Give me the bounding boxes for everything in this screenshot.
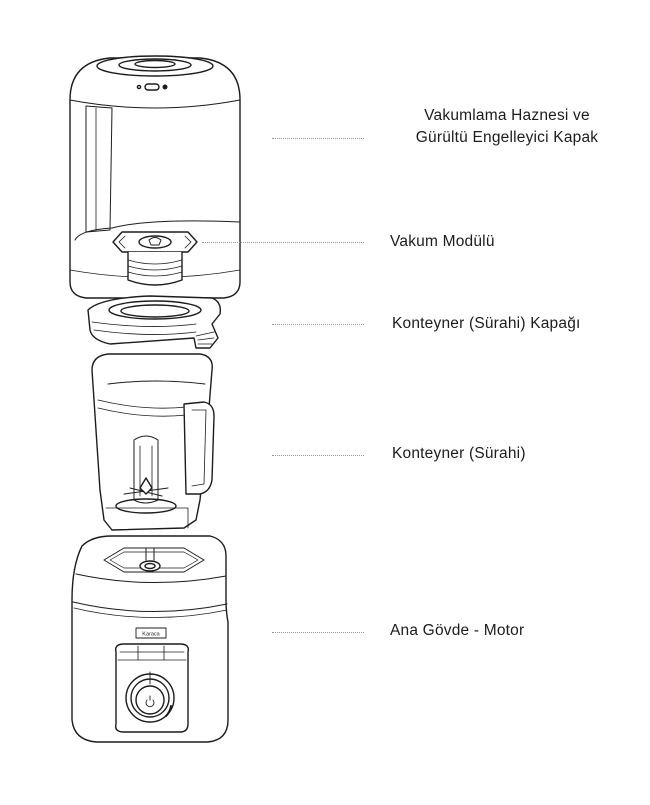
label-container-lid-text: Konteyner (Sürahi) Kapağı — [392, 315, 581, 332]
label-motor-base: Ana Gövde - Motor — [390, 620, 524, 642]
container-lid-illustration — [87, 295, 222, 349]
label-motor-base-text: Ana Gövde - Motor — [390, 622, 525, 639]
label-container: Konteyner (Sürahi) — [392, 443, 526, 465]
label-container-text: Konteyner (Sürahi) — [392, 445, 526, 462]
leader-line-vacuum-chamber — [272, 138, 364, 139]
leader-line-container-lid — [272, 324, 364, 325]
leader-line-container — [272, 455, 364, 456]
label-vacuum-module-text: Vakum Modülü — [390, 233, 495, 250]
leader-line-vacuum-module — [202, 242, 364, 243]
label-vacuum-chamber-line-1: Vakumlama Haznesi ve — [424, 107, 590, 124]
label-vacuum-chamber: Vakumlama Haznesi ve Gürültü Engelleyici… — [388, 105, 626, 149]
label-container-lid: Konteyner (Sürahi) Kapağı — [392, 313, 581, 335]
label-vacuum-chamber-line-2: Gürültü Engelleyici Kapak — [415, 129, 599, 146]
label-vacuum-module: Vakum Modülü — [390, 231, 495, 253]
container-illustration — [91, 353, 215, 531]
leader-line-motor-base — [272, 632, 364, 633]
motor-base-illustration: Karaca — [71, 535, 229, 743]
brand-logo-text: Karaca — [142, 632, 160, 638]
vacuum-chamber-illustration — [69, 55, 241, 299]
